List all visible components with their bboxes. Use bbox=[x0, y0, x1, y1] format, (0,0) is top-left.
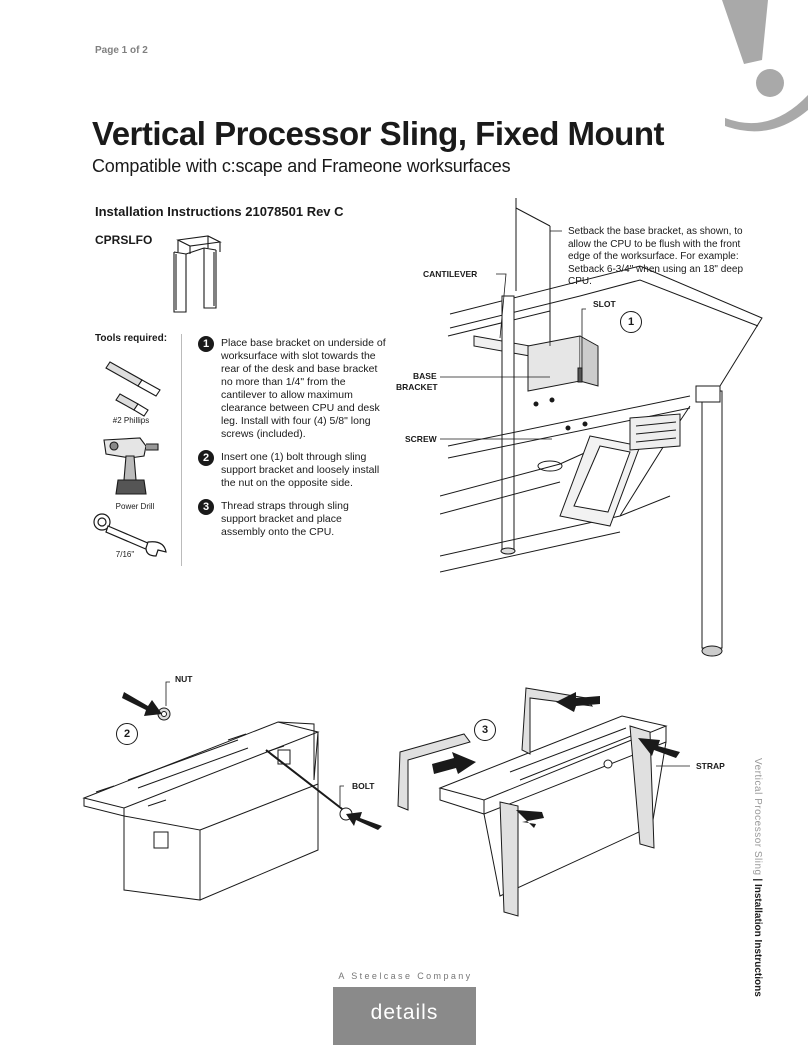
step-1-text: Place base bracket on underside of works… bbox=[221, 337, 386, 440]
power-drill-icon bbox=[103, 437, 159, 495]
page-subtitle: Compatible with c:scape and Frameone wor… bbox=[92, 156, 511, 176]
step-2-text: Insert one (1) bolt through sling suppor… bbox=[221, 451, 380, 489]
strap-threading-diagram bbox=[397, 687, 690, 917]
step-3-text: Thread straps through sling support brac… bbox=[221, 500, 349, 538]
diagram-step-3-marker: 3 bbox=[474, 719, 496, 741]
callout-bolt: BOLT bbox=[352, 781, 375, 791]
callout-slot: SLOT bbox=[593, 299, 616, 309]
diagram-step-1-marker: 1 bbox=[620, 311, 642, 333]
callout-screw: SCREW bbox=[405, 434, 437, 444]
side-running-title: Vertical Processor Sling | Installation … bbox=[743, 758, 763, 1018]
page-number: Page 1 of 2 bbox=[95, 45, 148, 56]
diagram-step-2-marker: 2 bbox=[116, 723, 138, 745]
details-logo-text: details bbox=[370, 1001, 439, 1024]
step-1-number: 1 bbox=[198, 336, 214, 352]
tool-label-wrench-size: 7/16" bbox=[115, 550, 135, 559]
page-title: Vertical Processor Sling, Fixed Mount bbox=[92, 115, 665, 152]
details-logo: details bbox=[333, 987, 476, 1045]
instructions-heading: Installation Instructions 21078501 Rev C bbox=[95, 204, 344, 219]
callout-nut: NUT bbox=[175, 674, 193, 684]
step-3-number: 3 bbox=[198, 499, 214, 515]
side-separator: | bbox=[752, 878, 763, 882]
company-tagline: A Steelcase Company bbox=[338, 971, 473, 981]
sling-product-illustration bbox=[173, 235, 222, 313]
side-doc-type: Installation Instructions bbox=[752, 883, 763, 997]
side-product-name: Vertical Processor Sling bbox=[752, 758, 763, 876]
bolt-nut-diagram bbox=[82, 681, 382, 901]
callout-strap: STRAP bbox=[696, 761, 725, 771]
wrench-icon bbox=[93, 513, 167, 557]
step-2-number: 2 bbox=[198, 450, 214, 466]
tool-label-phillips: #2 Phillips bbox=[112, 416, 150, 425]
step-2: 2 Insert one (1) bolt through sling supp… bbox=[198, 450, 388, 495]
callout-base: BASE bbox=[413, 371, 437, 381]
model-number: CPRSLFO bbox=[95, 233, 153, 247]
callout-bracket: BRACKET bbox=[396, 382, 438, 392]
callout-cantilever: CANTILEVER bbox=[423, 269, 478, 279]
tool-label-power-drill: Power Drill bbox=[115, 502, 155, 511]
tools-divider bbox=[181, 334, 182, 566]
tools-heading: Tools required: bbox=[95, 333, 168, 344]
brand-exclamation-graphic bbox=[722, 0, 808, 132]
step-3: 3 Thread straps through sling support br… bbox=[198, 499, 388, 539]
desk-installation-diagram bbox=[440, 198, 763, 657]
setback-note: Setback the base bracket, as shown, to a… bbox=[568, 226, 743, 287]
screwdriver-bit-icon bbox=[105, 361, 161, 417]
step-1: 1 Place base bracket on underside of wor… bbox=[198, 336, 388, 446]
